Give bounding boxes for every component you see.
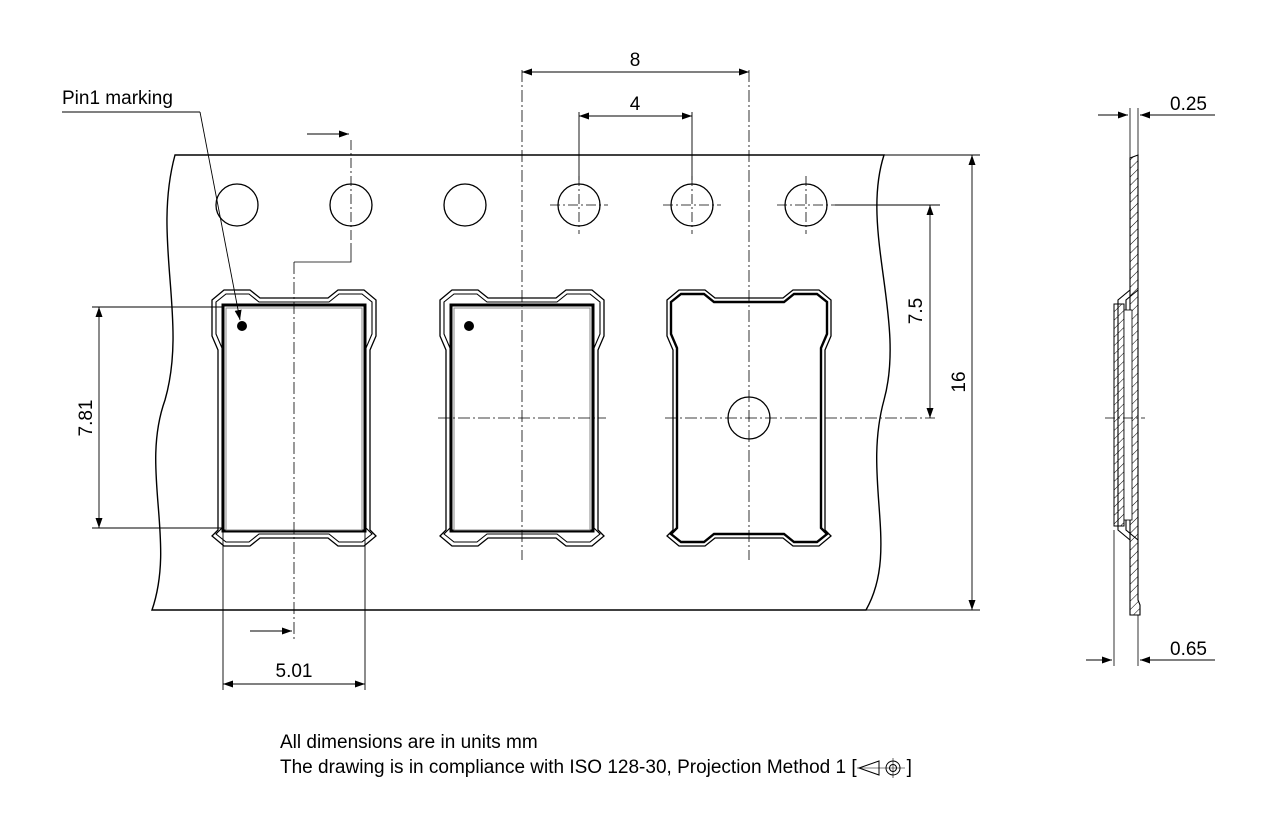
sprocket-hole bbox=[215, 183, 259, 227]
compliance-note: The drawing is in compliance with ISO 12… bbox=[280, 757, 912, 779]
dim-pitch-8-label: 8 bbox=[630, 50, 641, 71]
projection-symbol-icon bbox=[856, 758, 905, 778]
dim-0-25-label: 0.25 bbox=[1170, 94, 1207, 115]
dim-5-01-label: 5.01 bbox=[276, 661, 313, 682]
sprocket-hole bbox=[443, 183, 487, 227]
offset-leader bbox=[294, 245, 352, 263]
dim-pitch-4-label: 4 bbox=[630, 94, 641, 115]
hole-centerlines bbox=[350, 140, 835, 245]
dim-7-5 bbox=[835, 204, 940, 418]
compliance-text: The drawing is in compliance with ISO 12… bbox=[280, 757, 857, 779]
pin1-label: Pin1 marking bbox=[62, 88, 173, 109]
units-note: All dimensions are in units mm bbox=[280, 732, 538, 753]
sprocket-holes bbox=[215, 183, 828, 227]
dim-7-5-label: 7.5 bbox=[906, 298, 927, 324]
pin1-leader bbox=[62, 111, 242, 321]
dim-7-81-label: 7.81 bbox=[76, 400, 97, 437]
pocket-centerlines bbox=[293, 70, 935, 640]
dim-pitch-4 bbox=[578, 112, 693, 180]
side-view bbox=[1086, 108, 1215, 666]
pin1-dot bbox=[464, 321, 474, 331]
dim-5-01 bbox=[222, 528, 366, 690]
dim-16 bbox=[866, 154, 980, 611]
pin1-dot bbox=[237, 321, 247, 331]
tape-outline bbox=[151, 154, 891, 611]
offset-arrows bbox=[250, 130, 349, 635]
dim-0-65-label: 0.65 bbox=[1170, 639, 1207, 660]
dim-16-label: 16 bbox=[949, 371, 970, 392]
dim-7-81 bbox=[92, 306, 223, 529]
compliance-close: ] bbox=[906, 757, 912, 779]
